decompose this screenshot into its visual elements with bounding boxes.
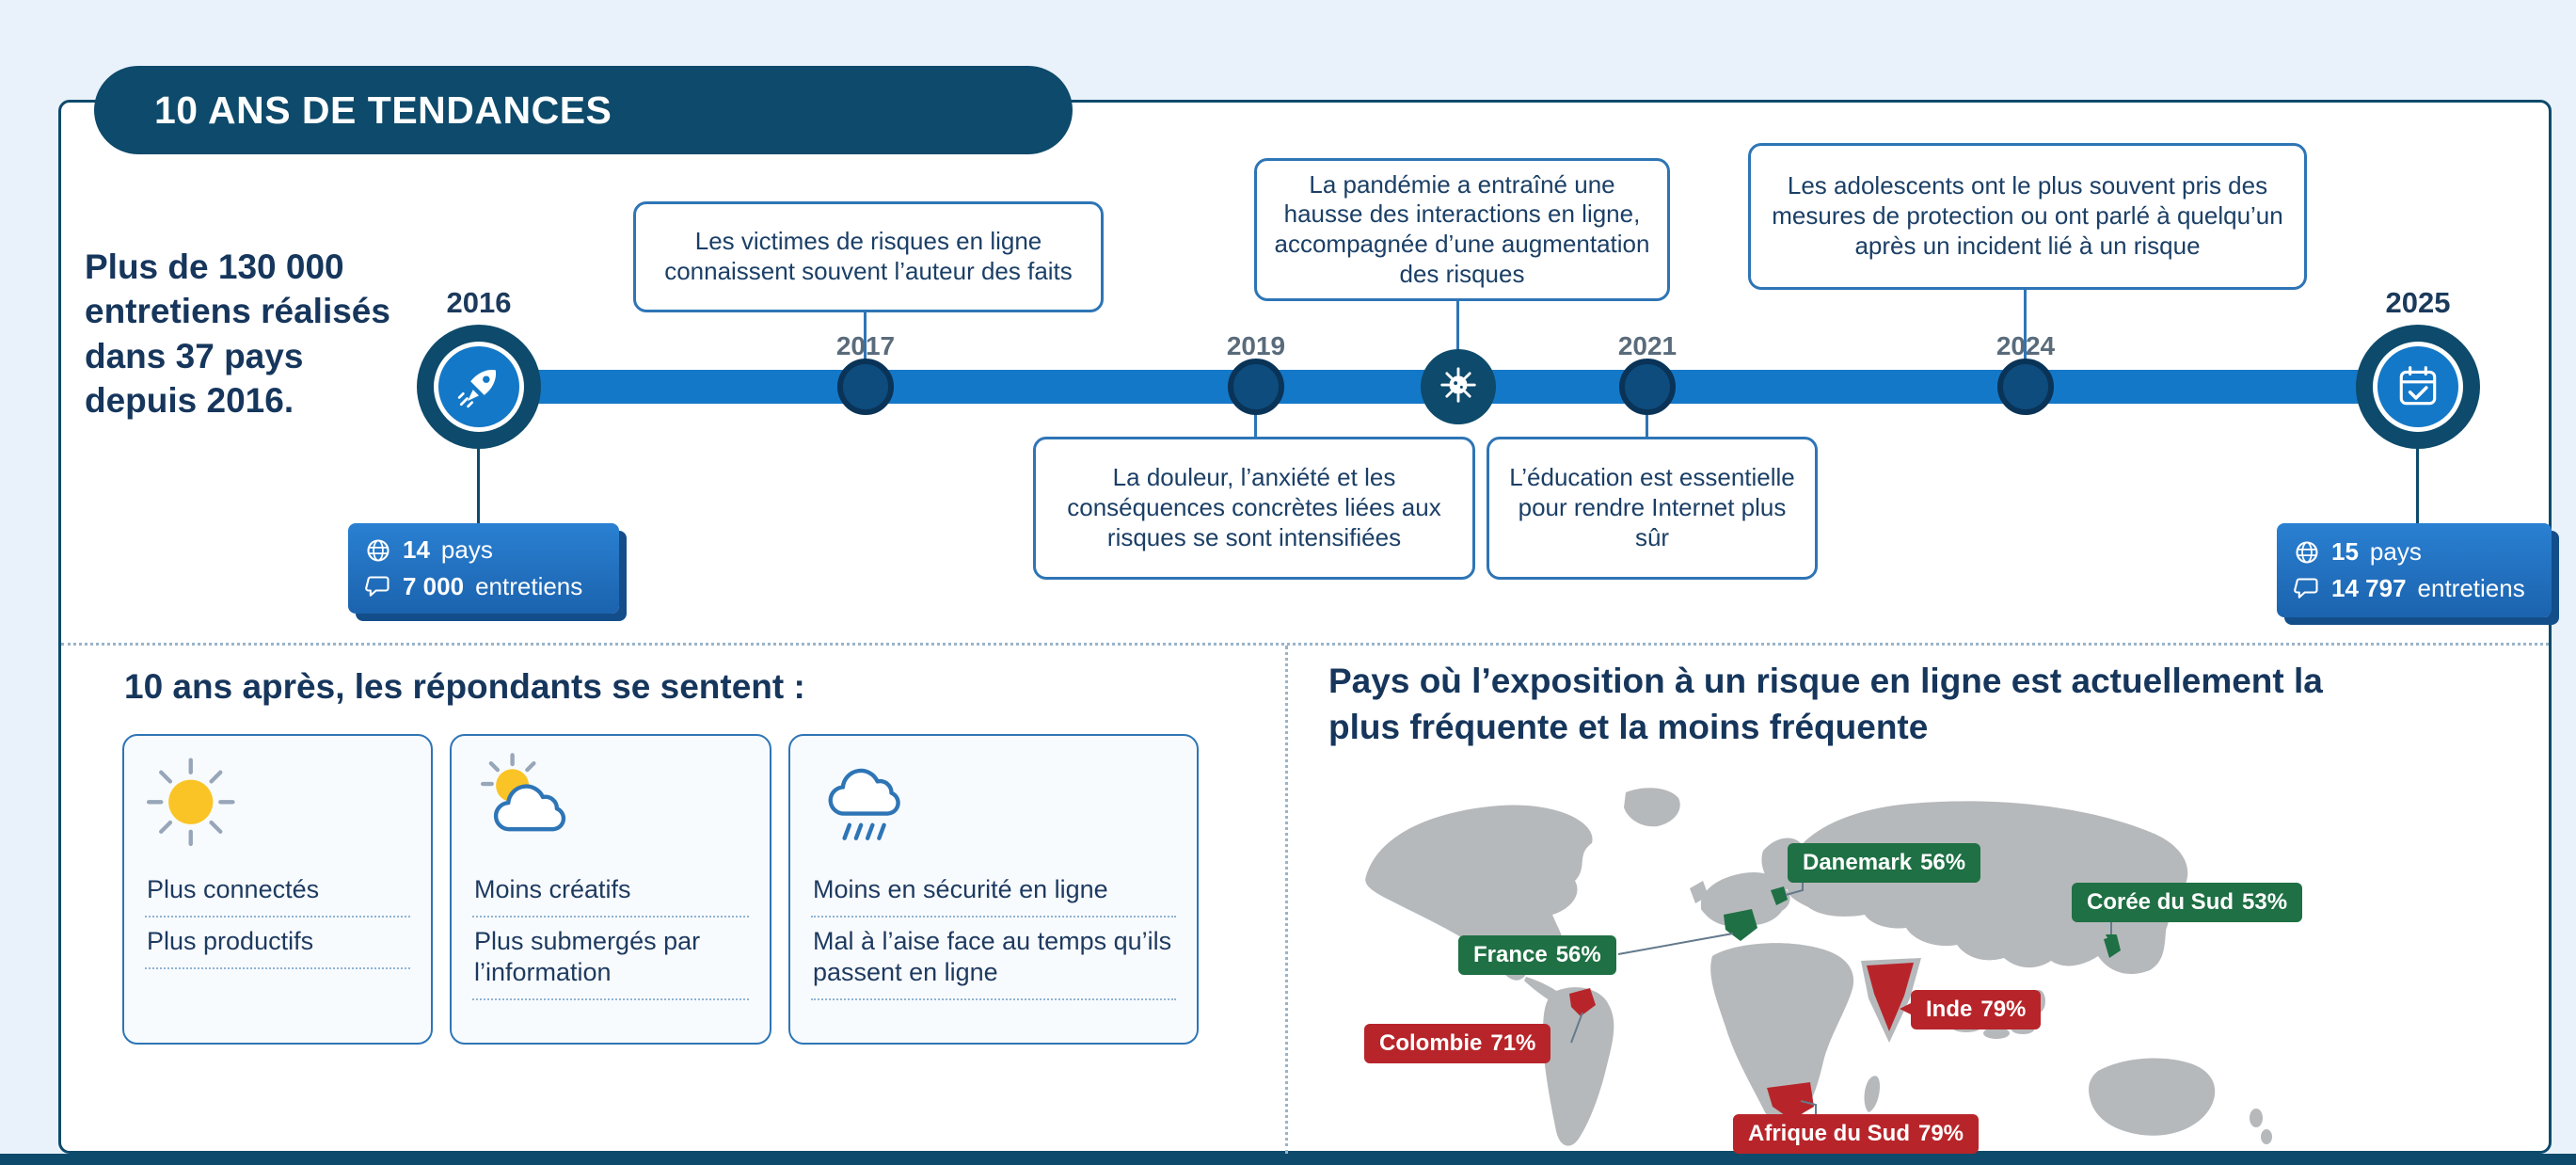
rain-cloud-icon bbox=[811, 751, 1176, 866]
year-label-2025: 2025 bbox=[2385, 286, 2451, 319]
stat-row-countries: 14 pays bbox=[365, 535, 602, 565]
connector-stats-2016 bbox=[477, 410, 480, 529]
feeling-item: Mal à l’aise face au temps qu’ils passen… bbox=[811, 918, 1176, 1000]
country-name: Corée du Sud bbox=[2087, 889, 2234, 915]
colombia-highlight bbox=[1569, 988, 1596, 1016]
callout-text: L’éducation est essentielle pour rendre … bbox=[1509, 463, 1795, 551]
callout-text: La douleur, l’anxiété et les conséquence… bbox=[1067, 463, 1441, 551]
stats-box-2025: 15 pays 14 797 entretiens bbox=[2277, 523, 2552, 617]
year-label-2016: 2016 bbox=[446, 286, 512, 319]
south-korea-highlight bbox=[2104, 935, 2121, 958]
callout-text: Les adolescents ont le plus souvent pris… bbox=[1772, 171, 2283, 260]
interviews-label: entretiens bbox=[2417, 574, 2525, 602]
connector-2019 bbox=[1254, 410, 1257, 454]
callout-2017: Les victimes de risques en ligne connais… bbox=[633, 201, 1104, 312]
countries-value: 14 bbox=[403, 535, 430, 564]
feeling-card-sun: Plus connectés Plus productifs bbox=[122, 734, 433, 1045]
map-label-colombie: Colombie 71% bbox=[1364, 1024, 1551, 1063]
map-label-afrique-du-sud: Afrique du Sud 79% bbox=[1733, 1114, 1980, 1154]
callout-2021: L’éducation est essentielle pour rendre … bbox=[1487, 437, 1818, 580]
connector-2024 bbox=[2024, 271, 2027, 361]
country-name: Colombie bbox=[1379, 1030, 1483, 1056]
sun-icon bbox=[145, 751, 410, 866]
country-name: Danemark bbox=[1803, 850, 1913, 875]
denmark-highlight bbox=[1771, 886, 1788, 905]
country-name: Afrique du Sud bbox=[1748, 1121, 1910, 1146]
callout-2024: Les adolescents ont le plus souvent pris… bbox=[1748, 143, 2307, 290]
sun-cloud-icon bbox=[472, 751, 749, 866]
country-value: 79% bbox=[1917, 1121, 1964, 1146]
france-highlight bbox=[1724, 909, 1757, 941]
feeling-item: Moins en sécurité en ligne bbox=[811, 866, 1176, 918]
feeling-item: Plus connectés bbox=[145, 866, 410, 918]
connector-stats-2025 bbox=[2416, 410, 2419, 529]
callout-2019: La douleur, l’anxiété et les conséquence… bbox=[1033, 437, 1475, 580]
map-label-coree-du-sud: Corée du Sud 53% bbox=[2072, 883, 2303, 922]
timeline-node-2024 bbox=[1997, 359, 2054, 415]
map-title: Pays où l’exposition à un risque en lign… bbox=[1328, 662, 2323, 746]
calendar-check-icon bbox=[2373, 342, 2463, 432]
map-label-france: France 56% bbox=[1458, 935, 1616, 975]
globe-icon bbox=[2294, 539, 2320, 566]
chat-icon bbox=[2294, 576, 2320, 602]
interviews-value: 14 797 bbox=[2331, 574, 2407, 602]
interviews-label: entretiens bbox=[475, 572, 583, 600]
timeline-node-2019 bbox=[1228, 359, 1284, 415]
timeline-node-2017 bbox=[837, 359, 894, 415]
stat-row-countries: 15 pays bbox=[2294, 537, 2535, 567]
year-label-2019: 2019 bbox=[1226, 331, 1286, 360]
country-value: 71% bbox=[1490, 1030, 1536, 1056]
feeling-item: Plus productifs bbox=[145, 918, 410, 969]
feeling-card-sun-cloud: Moins créatifs Plus submergés par l’info… bbox=[450, 734, 771, 1045]
chat-icon bbox=[365, 574, 391, 600]
feeling-item: Plus submergés par l’information bbox=[472, 918, 749, 1000]
callout-text: La pandémie a entraîné une hausse des in… bbox=[1274, 169, 1650, 288]
india-arrow-marker bbox=[1900, 1003, 1911, 1014]
countries-value: 15 bbox=[2331, 537, 2359, 566]
stat-row-interviews: 14 797 entretiens bbox=[2294, 574, 2535, 603]
intro-text: Plus de 130 000 entretiens réalisés dans… bbox=[85, 247, 390, 421]
rocket-icon bbox=[434, 342, 524, 432]
map-label-inde: Inde 79% bbox=[1911, 990, 2042, 1029]
footer-band bbox=[0, 1154, 2576, 1165]
feeling-item: Moins créatifs bbox=[472, 866, 749, 918]
stats-box-2016: 14 pays 7 000 entretiens bbox=[348, 523, 619, 614]
country-value: 56% bbox=[1555, 942, 1601, 967]
countries-label: pays bbox=[2369, 537, 2422, 566]
interviews-value: 7 000 bbox=[403, 572, 465, 600]
india-highlight bbox=[1867, 963, 1914, 1031]
callout-text: Les victimes de risques en ligne connais… bbox=[664, 227, 1073, 285]
horizontal-divider bbox=[61, 643, 2549, 646]
stat-row-interviews: 7 000 entretiens bbox=[365, 572, 602, 601]
country-name: Inde bbox=[1926, 997, 1973, 1022]
country-value: 56% bbox=[1920, 850, 1966, 875]
virus-icon bbox=[1437, 363, 1480, 411]
feelings-cards: Plus connectés Plus productifs Moins cré… bbox=[122, 734, 1199, 1045]
feeling-card-rain: Moins en sécurité en ligne Mal à l’aise … bbox=[788, 734, 1199, 1045]
connector-2017 bbox=[864, 282, 867, 361]
country-value: 79% bbox=[1980, 997, 2027, 1022]
timeline-node-pandemic bbox=[1421, 349, 1496, 424]
header-banner: 10 ANS DE TENDANCES bbox=[94, 66, 1073, 154]
south-africa-highlight bbox=[1767, 1082, 1814, 1120]
year-label-2017: 2017 bbox=[835, 331, 896, 360]
world-map-panel: Danemark 56% Corée du Sud 53% France 56%… bbox=[1345, 777, 2305, 1154]
page-title: 10 ANS DE TENDANCES bbox=[154, 88, 612, 132]
country-value: 53% bbox=[2242, 889, 2288, 915]
year-label-2024: 2024 bbox=[1996, 331, 2056, 360]
globe-icon bbox=[365, 537, 391, 564]
connector-pandemic bbox=[1456, 282, 1459, 356]
feelings-title: 10 ans après, les répondants se sentent … bbox=[124, 667, 805, 706]
timeline-node-2016 bbox=[417, 325, 541, 449]
callout-pandemic: La pandémie a entraîné une hausse des in… bbox=[1254, 158, 1670, 301]
timeline-node-2025 bbox=[2356, 325, 2480, 449]
vertical-divider bbox=[1285, 646, 1288, 1154]
map-label-danemark: Danemark 56% bbox=[1788, 843, 1981, 883]
country-name: France bbox=[1473, 942, 1548, 967]
year-label-2021: 2021 bbox=[1617, 331, 1678, 360]
connector-2021 bbox=[1646, 410, 1648, 454]
korea-arrow-marker bbox=[2106, 934, 2117, 945]
timeline-node-2021 bbox=[1619, 359, 1676, 415]
countries-label: pays bbox=[440, 535, 493, 564]
